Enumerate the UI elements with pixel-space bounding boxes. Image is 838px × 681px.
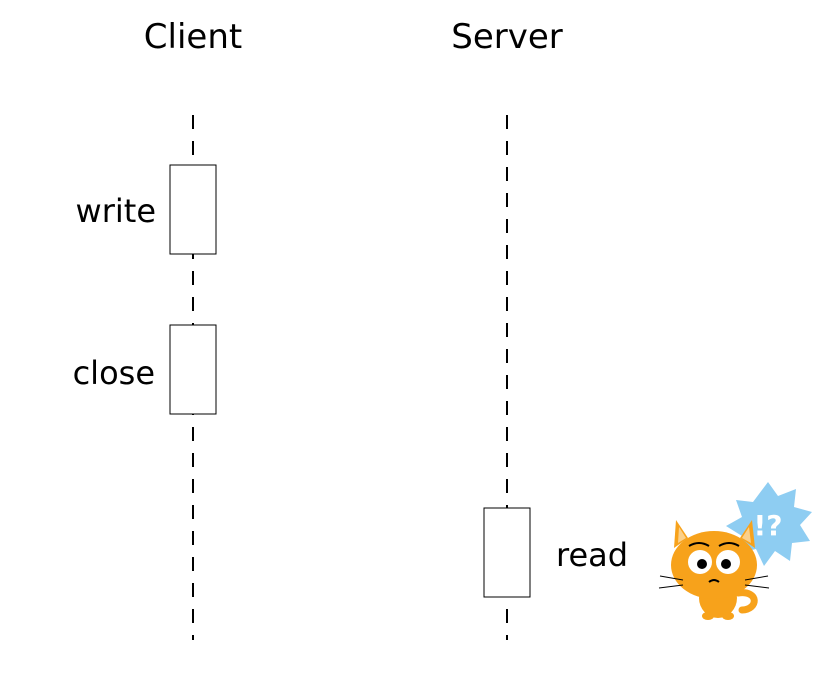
write-activation-box	[169, 164, 217, 255]
write-label: write	[76, 192, 156, 230]
read-activation-box	[483, 507, 531, 598]
confused-cat-icon: !?	[658, 482, 812, 620]
close-activation-box	[169, 324, 217, 415]
close-label: close	[73, 354, 155, 392]
burst-text: !?	[753, 509, 782, 542]
server-label: Server	[451, 17, 563, 57]
client-label: Client	[144, 17, 242, 57]
read-label: read	[556, 536, 628, 574]
